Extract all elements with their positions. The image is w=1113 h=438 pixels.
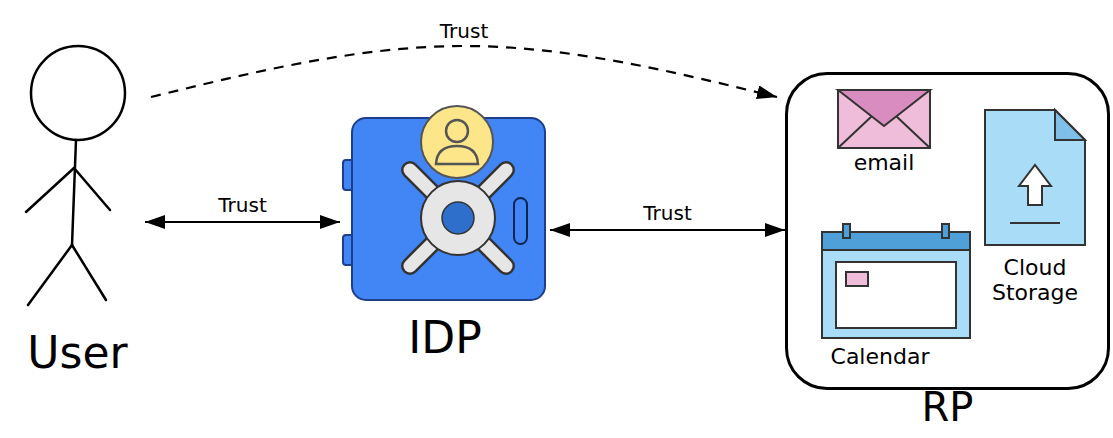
figure-head <box>31 46 125 140</box>
figure-leg <box>28 245 72 305</box>
safe-icon <box>343 106 545 300</box>
identity-provider: IDP <box>340 100 550 360</box>
document <box>985 110 1085 245</box>
trust-dashed-arrow <box>151 46 777 97</box>
envelope-fold <box>838 116 872 148</box>
email-icon <box>838 90 930 148</box>
calendar-service: Calendar <box>800 344 960 374</box>
node-label: Calendar <box>800 344 960 369</box>
edge-label: Trust <box>438 20 490 42</box>
envelope-flap <box>838 90 930 126</box>
document-fold <box>1055 110 1085 140</box>
figure-arm <box>26 168 74 212</box>
badge-shoulders <box>436 146 478 164</box>
storage-service: Cloud Storage <box>980 255 1090 311</box>
user-actor: User <box>10 40 145 375</box>
edge-label: Trust <box>641 202 693 224</box>
edge-label: Trust <box>216 194 268 216</box>
calendar-icon <box>822 224 970 338</box>
stick-figure <box>26 46 125 305</box>
node-label: RP <box>788 387 1107 427</box>
badge-head <box>446 120 468 142</box>
figure-leg <box>72 245 106 300</box>
figure-arm <box>74 168 110 210</box>
calendar-body <box>822 232 970 338</box>
calendar-ring <box>843 224 850 238</box>
envelope <box>838 90 930 148</box>
relying-party-box: RPemailCloud StorageCalendar <box>785 72 1110 390</box>
figure-body <box>72 140 76 245</box>
safe-spokes <box>410 170 506 266</box>
safe-dial <box>421 181 495 255</box>
envelope-fold <box>896 116 930 148</box>
node-label: User <box>10 331 145 375</box>
email-service: email <box>834 150 934 180</box>
trust-arrow <box>550 229 785 231</box>
node-label: IDP <box>340 316 550 360</box>
cloud-storage-icon <box>985 110 1085 245</box>
safe-dial-center <box>442 202 474 234</box>
calendar-page <box>836 262 956 328</box>
node-label: email <box>834 150 934 175</box>
trust-arrow <box>145 221 340 223</box>
user-badge <box>421 106 493 178</box>
safe-handle <box>514 198 527 244</box>
calendar-ring <box>942 224 949 238</box>
upload-base <box>1010 222 1060 224</box>
node-label: Cloud Storage <box>980 255 1090 306</box>
calendar-event <box>846 272 868 286</box>
upload-arrow <box>1019 165 1051 205</box>
